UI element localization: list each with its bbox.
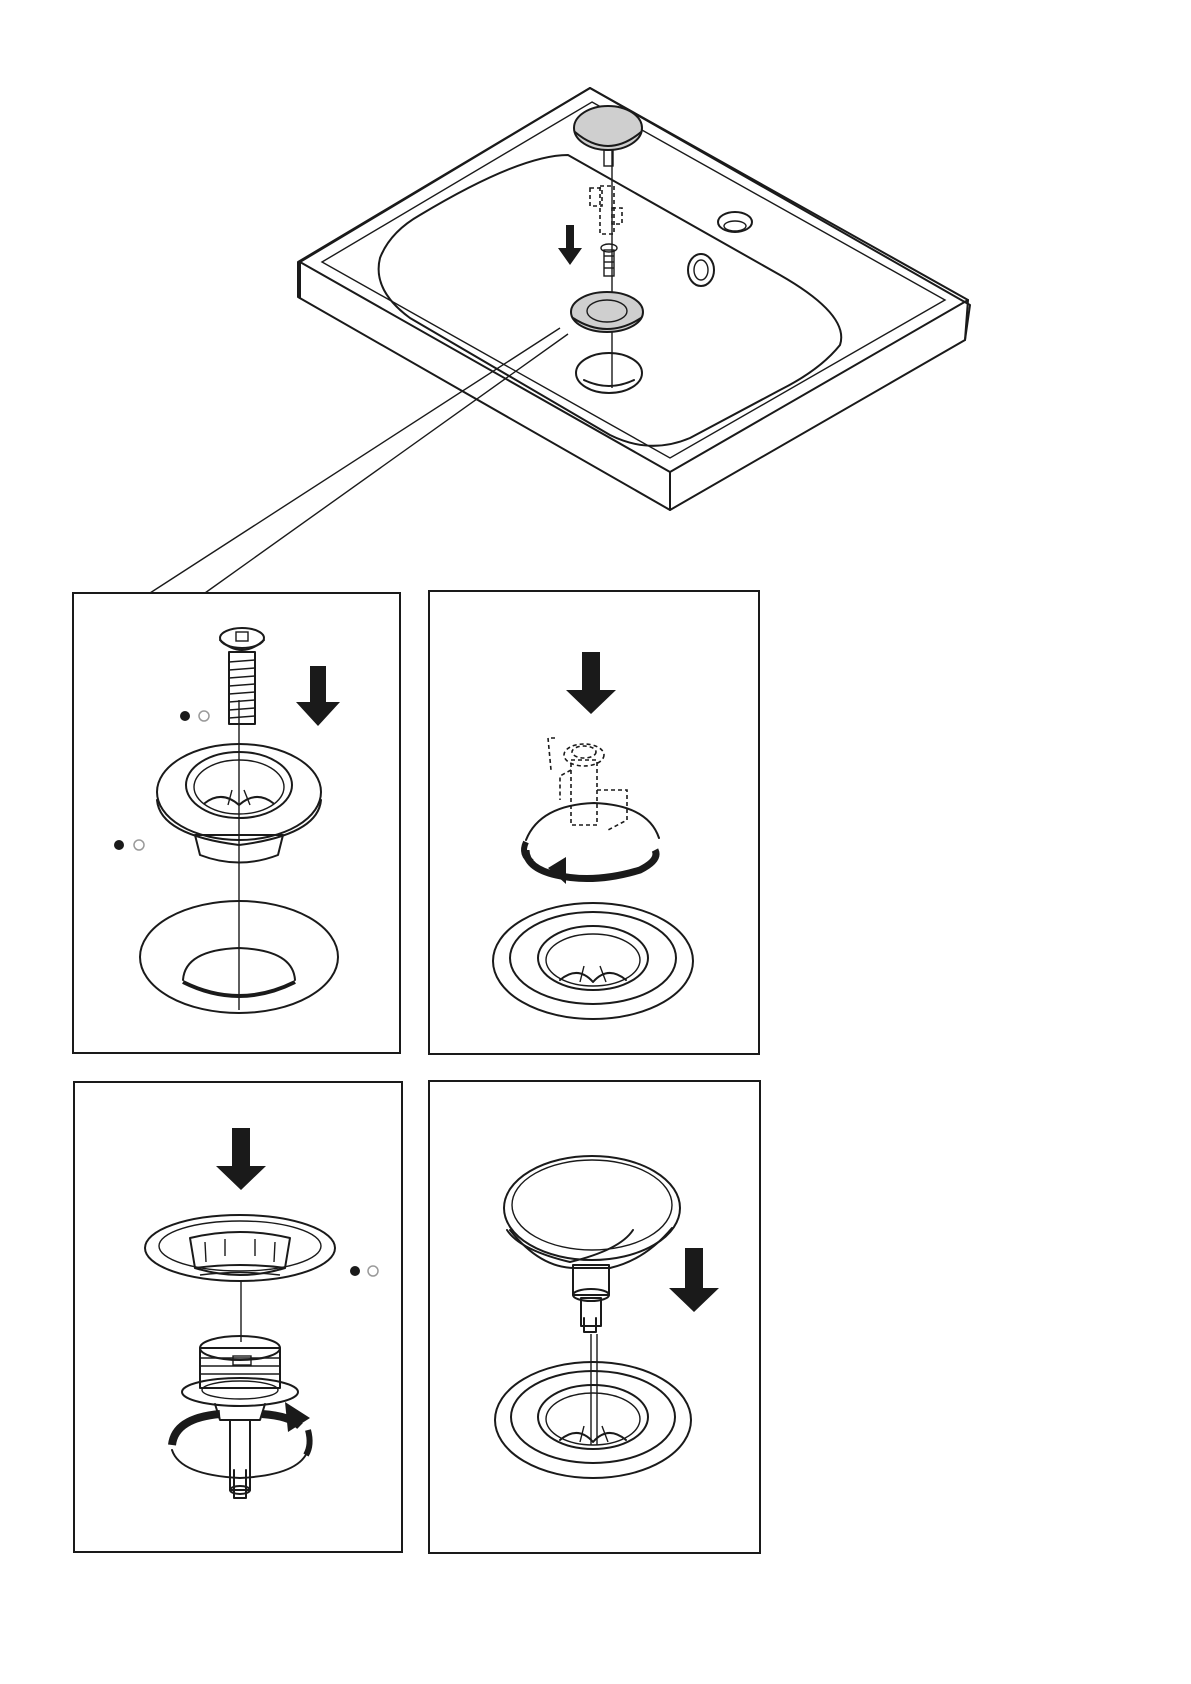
dot-dark-3 [350,1266,360,1276]
overflow-hole [688,254,714,286]
tap-hole [718,212,752,232]
washbasin-overview [150,88,970,593]
screw-small [601,244,617,276]
dot-dark-1 [180,711,190,721]
dot-light-3 [368,1266,378,1276]
step-3-panel [74,1082,402,1552]
step-4-frame [429,1081,760,1553]
overview-down-arrow [558,225,582,265]
plug-stem-small [590,186,622,234]
drain-flange-small [571,292,643,332]
dot-light-2 [134,840,144,850]
dot-dark-2 [114,840,124,850]
callout-line-left [150,328,560,593]
basin-top [300,88,968,472]
dot-light-1 [199,711,209,721]
step-1-panel [73,593,400,1053]
step-4-panel [429,1081,760,1553]
step-2-panel [429,591,759,1054]
plug-cap-small [574,106,642,150]
callout-line-right [205,334,568,593]
